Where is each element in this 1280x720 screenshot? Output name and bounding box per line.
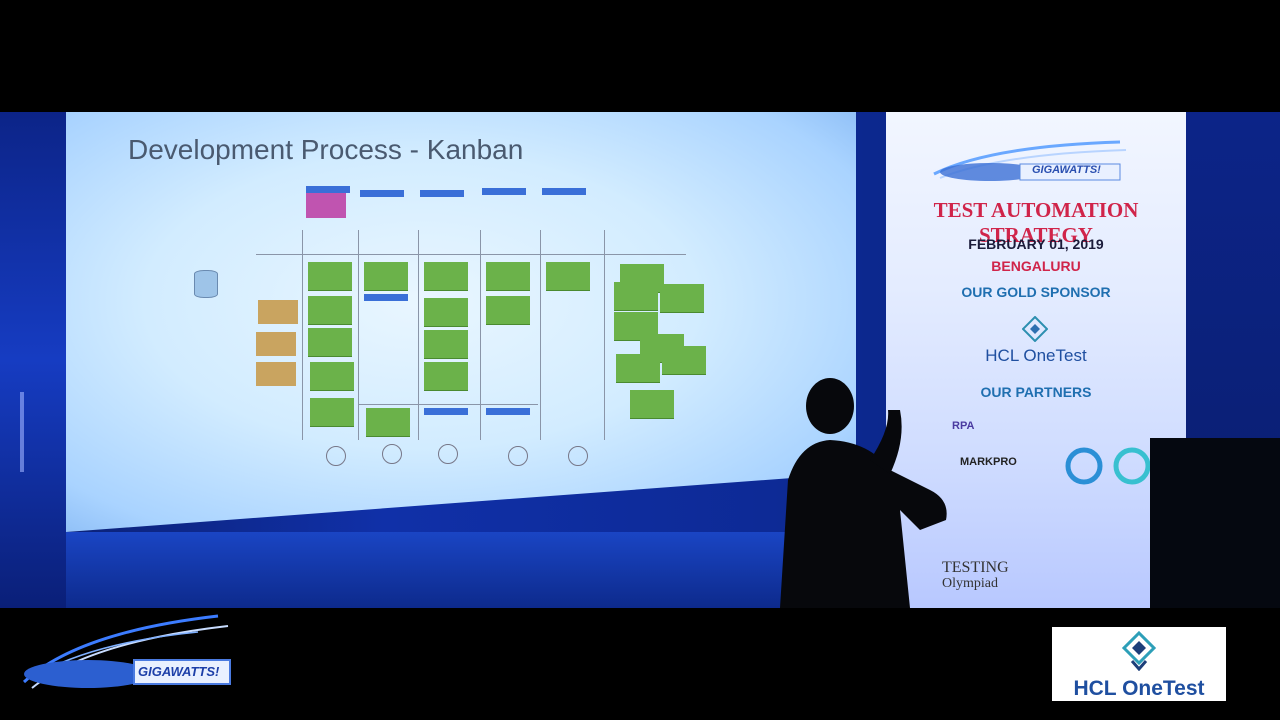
board-column-line bbox=[418, 230, 419, 440]
column-tab bbox=[482, 188, 526, 195]
partner-testing-olympiad: TESTING Olympiad bbox=[942, 560, 1009, 592]
partner-testing: TESTING bbox=[942, 559, 1009, 576]
sticky-note bbox=[366, 408, 410, 436]
sticky-note bbox=[424, 298, 468, 326]
hcl-diamond-icon bbox=[1122, 631, 1156, 671]
sticky-note bbox=[616, 354, 660, 382]
sticky-note bbox=[630, 390, 674, 418]
partner-rpa: RPA bbox=[952, 420, 975, 432]
sticky-note bbox=[308, 262, 352, 290]
hcl-diamond-icon bbox=[1022, 316, 1048, 342]
banner-date: FEBRUARY 01, 2019 bbox=[968, 236, 1104, 252]
hcl-onetest-text: HCL OneTest bbox=[1073, 677, 1205, 700]
board-column-line bbox=[302, 230, 303, 440]
avatar-icon bbox=[326, 446, 346, 466]
blocker-tab bbox=[424, 408, 468, 415]
database-icon bbox=[194, 270, 218, 298]
sticky-note bbox=[310, 362, 354, 390]
board-header-line bbox=[256, 254, 686, 255]
partners-heading: OUR PARTNERS bbox=[980, 384, 1092, 400]
column-tab bbox=[420, 190, 464, 197]
screen-base bbox=[66, 532, 856, 608]
sticky-note bbox=[424, 362, 468, 390]
sticky-note bbox=[614, 282, 658, 310]
blocker-tab bbox=[486, 408, 530, 415]
board-column-line bbox=[480, 230, 481, 440]
blocker-tab bbox=[364, 294, 408, 301]
board-column-line bbox=[540, 230, 541, 440]
sticky-note bbox=[258, 300, 298, 324]
sticky-note bbox=[306, 192, 346, 218]
stage: Development Process - Kanban bbox=[0, 112, 1280, 608]
avatar-icon bbox=[438, 444, 458, 464]
avatar-icon bbox=[508, 446, 528, 466]
projection-screen: Development Process - Kanban bbox=[66, 112, 856, 532]
sticky-note bbox=[364, 262, 408, 290]
gigawatts-watermark-logo bbox=[22, 614, 231, 689]
podium bbox=[1150, 438, 1280, 608]
sticky-note bbox=[256, 332, 296, 356]
board-lower-line bbox=[358, 404, 538, 405]
sticky-note bbox=[310, 398, 354, 426]
event-banner: GIGAWATTS! TEST AUTOMATION STRATEGY FEBR… bbox=[886, 112, 1186, 608]
banner-city: BENGALURU bbox=[991, 258, 1081, 274]
partner-markpro: MARKPRO bbox=[960, 456, 1017, 468]
sticky-note bbox=[662, 346, 706, 374]
slide-title: Development Process - Kanban bbox=[128, 134, 524, 165]
sticky-note bbox=[546, 262, 590, 290]
partner-infinity-logo bbox=[1065, 447, 1151, 485]
column-tab bbox=[542, 188, 586, 195]
watermark-logo-text: GIGAWATTS! bbox=[138, 664, 220, 679]
stage-left-pillar bbox=[0, 112, 66, 608]
banner-logo-text: GIGAWATTS! bbox=[1032, 164, 1101, 176]
gold-sponsor-heading: OUR GOLD SPONSOR bbox=[961, 284, 1111, 300]
gigawatts-logo bbox=[933, 140, 1127, 181]
hcl-onetest-watermark: HCL OneTest bbox=[1052, 627, 1226, 701]
sticky-note bbox=[486, 262, 530, 290]
sticky-note bbox=[424, 262, 468, 290]
column-tab bbox=[306, 186, 350, 193]
speaker-silhouette bbox=[780, 378, 947, 608]
sticky-note bbox=[308, 296, 352, 324]
sticky-note bbox=[660, 284, 704, 312]
avatar-icon bbox=[568, 446, 588, 466]
sticky-note bbox=[256, 362, 296, 386]
avatar-icon bbox=[382, 444, 402, 464]
gold-sponsor-name: HCL OneTest bbox=[985, 346, 1087, 365]
sticky-note bbox=[424, 330, 468, 358]
column-tab bbox=[360, 190, 404, 197]
sticky-note bbox=[486, 296, 530, 324]
sticky-note bbox=[308, 328, 352, 356]
partner-olympiad: Olympiad bbox=[942, 576, 998, 591]
board-column-line bbox=[358, 230, 359, 440]
board-column-line bbox=[604, 230, 605, 440]
banner-title: TEST AUTOMATION STRATEGY bbox=[933, 198, 1139, 247]
